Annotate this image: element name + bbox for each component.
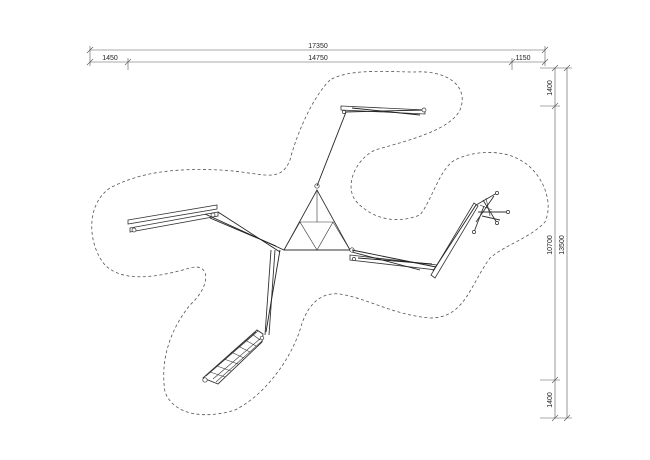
dim-total-height: 13500 (559, 235, 566, 255)
top-dimension-chain: 17350 1450 14750 1150 (86, 43, 549, 70)
left-beams (127, 204, 285, 253)
dim-top-offset: 1400 (547, 80, 554, 96)
dim-inner-height: 10700 (547, 235, 554, 255)
right-beam (349, 249, 438, 271)
lower-left-net (202, 329, 265, 385)
central-triangle-hub (283, 183, 355, 253)
upper-beam (340, 105, 427, 116)
dim-inner-width: 14750 (308, 55, 328, 62)
dim-left-offset: 1450 (102, 55, 118, 62)
dim-total-width: 17350 (308, 43, 328, 50)
lower-pole (264, 249, 281, 336)
safety-zone-outline (91, 70, 549, 416)
right-climbing-frame (430, 191, 510, 279)
dim-bottom-offset: 1400 (547, 392, 554, 408)
dim-right-offset: 1150 (515, 55, 530, 62)
right-dimension-chain: 1400 10700 13500 1400 (540, 64, 572, 422)
rope-to-upper-beam (316, 111, 347, 187)
